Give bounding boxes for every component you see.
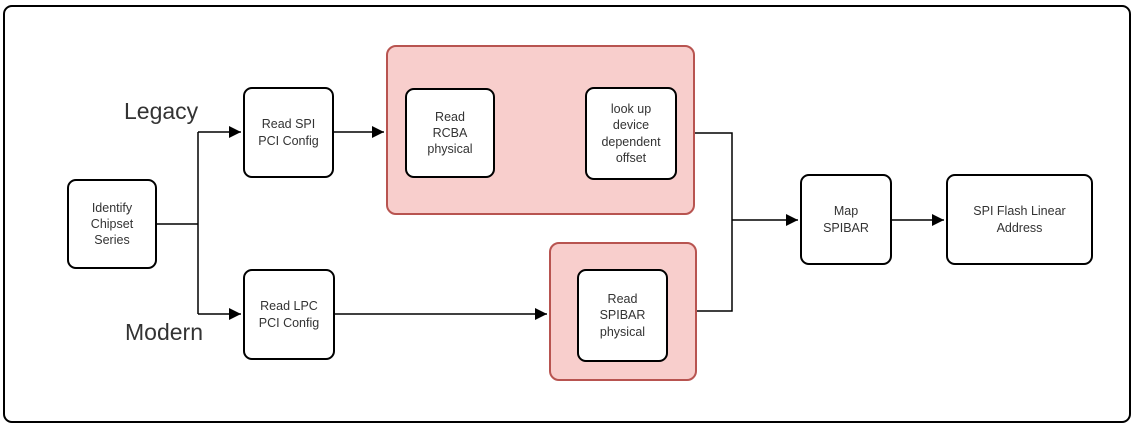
node-spi-flash-linear-address: SPI Flash Linear Address: [946, 174, 1093, 265]
node-identify-chipset-series: Identify Chipset Series: [67, 179, 157, 269]
node-lookup-device-dependent-offset: look up device dependent offset: [585, 87, 677, 180]
branch-label-legacy: Legacy: [124, 98, 199, 124]
node-read-rcba-physical: Read RCBA physical: [405, 88, 495, 178]
node-read-spi-pci-config: Read SPI PCI Config: [243, 87, 334, 178]
node-read-spibar-physical: Read SPIBAR physical: [577, 269, 668, 362]
branch-label-modern: Modern: [125, 319, 203, 345]
node-read-lpc-pci-config: Read LPC PCI Config: [243, 269, 335, 360]
diagram-outer-frame: [3, 5, 1131, 423]
node-map-spibar: Map SPIBAR: [800, 174, 892, 265]
